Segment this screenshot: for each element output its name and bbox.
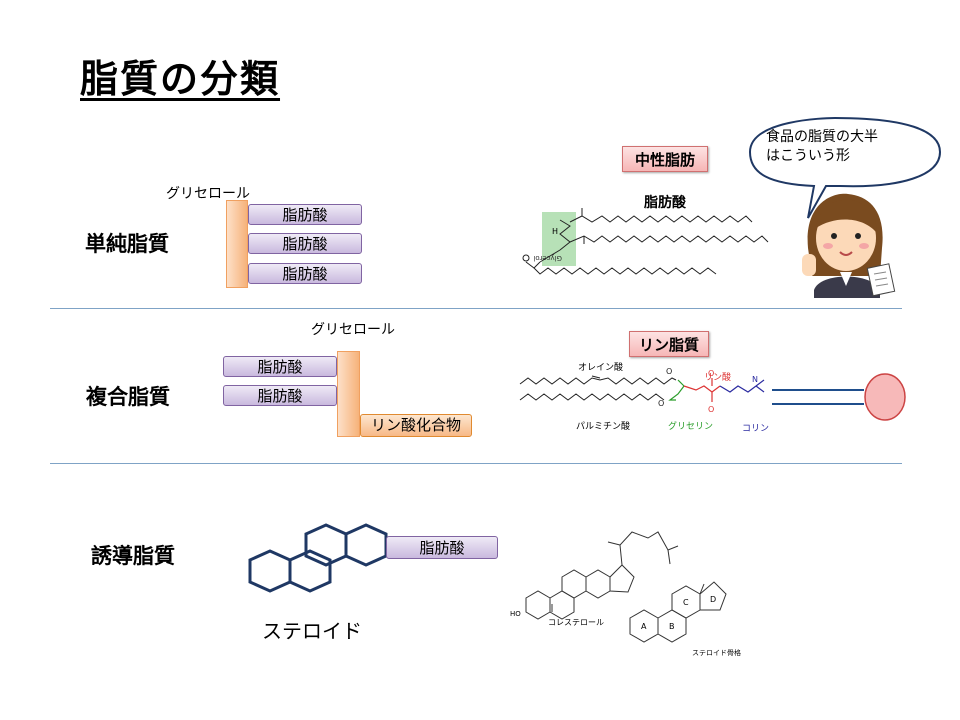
cholesterol-label: コレステロール (548, 618, 604, 627)
glycerol-bar-compound (337, 351, 360, 437)
page-title: 脂質の分類 (80, 57, 281, 101)
phospholipid-structure: O O O O N (519, 367, 765, 414)
speech-bubble-text: 食品の脂質の大半 はこういう形 (766, 129, 878, 164)
phospholipid-tag: リン脂質 (629, 331, 709, 357)
phosphate-compound-box: リン酸化合物 (360, 414, 472, 437)
svg-text:A: A (641, 622, 647, 631)
steroid-skeleton-label: ステロイド骨格 (692, 649, 741, 657)
fatty-acid-box: 脂肪酸 (248, 233, 362, 254)
oleic-acid-label: オレイン酸 (578, 363, 624, 373)
svg-text:O: O (708, 405, 714, 414)
svg-text:H: H (552, 227, 558, 236)
steroid-skeleton-structure: A B C D (629, 581, 727, 643)
neutral-fat-tag: 中性脂肪 (622, 146, 708, 172)
svg-text:D: D (710, 595, 716, 604)
speech-character-illustration (748, 116, 942, 298)
svg-text:N: N (752, 375, 758, 384)
fatty-acid-box: 脂肪酸 (248, 263, 362, 284)
choline-label: コリン (742, 424, 770, 434)
glycerol-label-simple: グリセロール (166, 186, 250, 202)
triglyceride-structure: H Glycerol (522, 208, 769, 275)
fatty-acid-box: 脂肪酸 (386, 536, 498, 559)
fatty-acid-structure-label: 脂肪酸 (644, 195, 686, 211)
glycerol-bar-simple (226, 200, 248, 288)
fatty-acid-box: 脂肪酸 (248, 204, 362, 225)
fatty-acid-box: 脂肪酸 (223, 356, 337, 377)
svg-text:Glycerol: Glycerol (533, 254, 562, 262)
svg-text:O: O (666, 367, 672, 376)
phosphoric-acid-label: リン酸 (704, 373, 732, 383)
svg-text:B: B (669, 622, 675, 631)
fatty-acid-box: 脂肪酸 (223, 385, 337, 406)
cholesterol-structure: HO (510, 531, 679, 620)
svg-text:C: C (683, 598, 689, 607)
category-compound-lipid: 複合脂質 (86, 385, 170, 409)
category-simple-lipid: 単純脂質 (85, 232, 169, 256)
steroid-hexagons (248, 523, 388, 593)
phospholipid-symbol (772, 373, 906, 421)
woman-icon (802, 193, 896, 298)
glycerin-label: グリセリン (668, 422, 714, 432)
svg-text:O: O (708, 369, 714, 378)
category-derived-lipid: 誘導脂質 (91, 544, 175, 568)
svg-text:HO: HO (510, 610, 521, 618)
svg-text:O: O (658, 399, 664, 408)
palmitic-acid-label: パルミチン酸 (576, 422, 631, 432)
glycerol-label-compound: グリセロール (311, 322, 395, 338)
section-divider (50, 308, 902, 309)
section-divider (50, 463, 902, 464)
steroid-label: ステロイド (262, 619, 362, 643)
